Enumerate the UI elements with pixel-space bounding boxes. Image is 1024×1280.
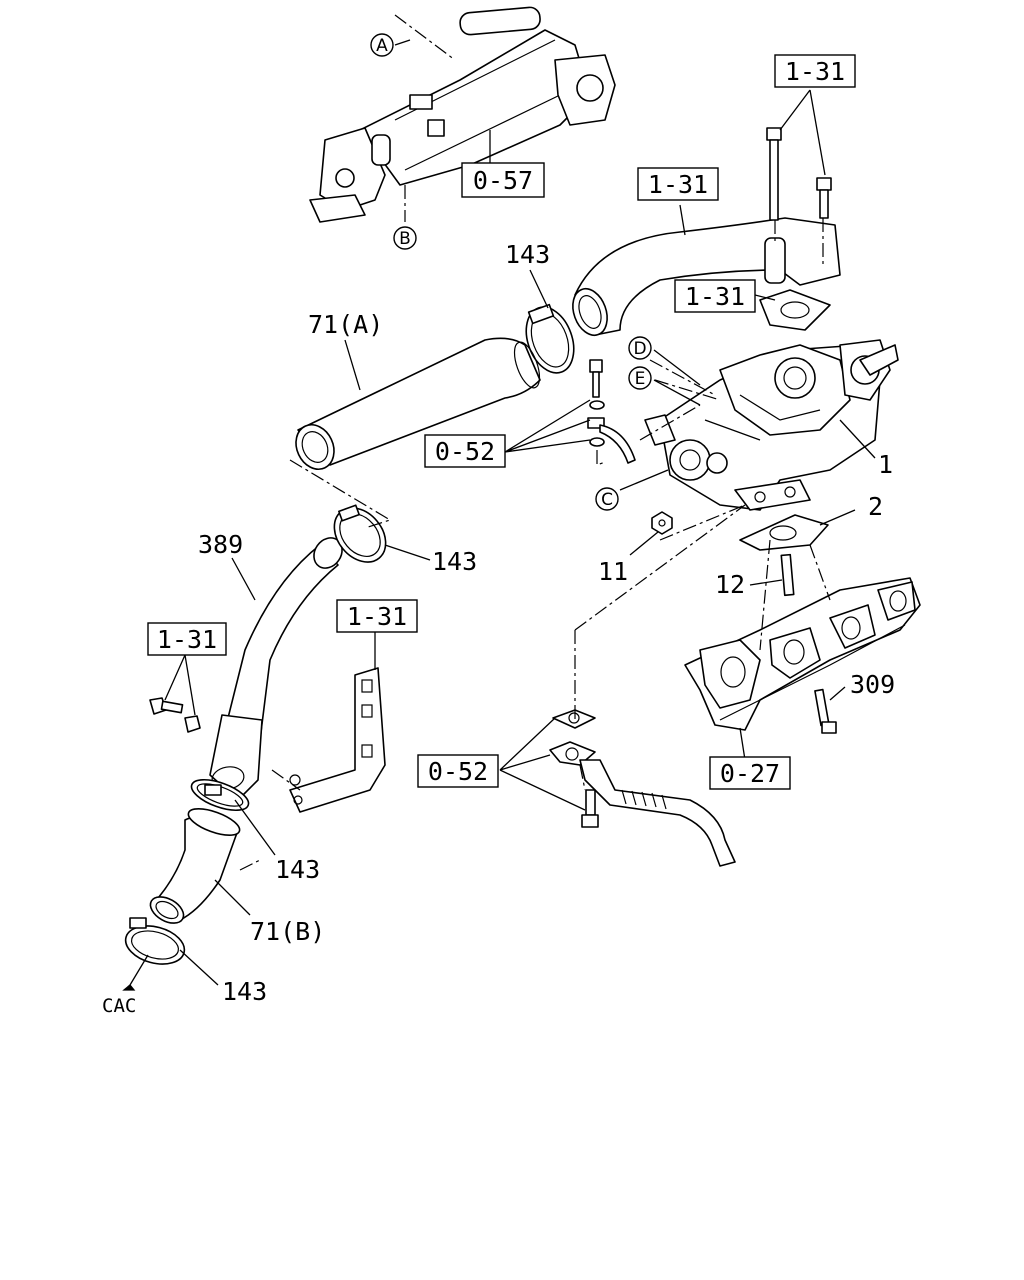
part-label-71a: 71(A) [308,310,383,339]
pipe-389 [209,537,343,801]
svg-text:0-52: 0-52 [435,437,495,466]
hose-71a [295,337,541,470]
hose-clamp-143-bottom [124,917,186,965]
leader-lines [122,39,876,991]
part-label-143-lower: 143 [275,855,320,884]
svg-text:D: D [633,339,646,359]
ref-box-0-57[interactable]: 0-57 [461,162,545,198]
svg-text:1-31: 1-31 [347,602,407,631]
part-label-1: 1 [878,450,893,479]
exhaust-manifold [684,577,921,731]
stud-12 [780,553,795,597]
ref-box-1-31-pipe[interactable]: 1-31 [637,167,719,201]
part-label-389: 389 [198,530,243,559]
ref-box-1-31-top[interactable]: 1-31 [774,54,856,88]
bolt-309 [814,688,837,734]
part-label-309: 309 [850,670,895,699]
svg-text:1-31: 1-31 [685,282,745,311]
ref-box-0-52-upper[interactable]: 0-52 [424,434,506,468]
part-label-11: 11 [598,557,628,586]
hose-clamp-143-upper [525,303,575,374]
svg-text:0-27: 0-27 [720,759,780,788]
circle-marker-a: A [370,33,394,57]
cac-label: CAC [102,995,136,1017]
part-label-2: 2 [868,492,883,521]
circle-marker-d: D [628,336,652,360]
svg-text:A: A [376,36,388,56]
ref-box-1-31-flange[interactable]: 1-31 [674,279,756,313]
svg-text:1-31: 1-31 [648,170,708,199]
ref-box-0-27[interactable]: 0-27 [709,756,791,790]
ref-box-1-31-left[interactable]: 1-31 [147,622,227,656]
hose-clamp-143-lower [190,778,250,812]
ref-box-0-52-lower[interactable]: 0-52 [417,754,499,788]
svg-text:1-31: 1-31 [157,625,217,654]
svg-text:C: C [601,490,613,510]
turbo-inlet-pipe [572,217,841,337]
oil-return-pipe [549,709,736,867]
circle-marker-c: C [595,487,619,511]
circle-marker-e: E [628,366,652,390]
hose-clamp-143-mid [333,504,387,563]
circle-marker-b: B [393,226,417,250]
bolts-1-31-top [766,127,832,221]
part-label-143-bottom: 143 [222,977,267,1006]
hose-71b [149,808,241,924]
svg-text:E: E [635,369,646,389]
ref-box-1-31-bracket[interactable]: 1-31 [336,599,418,633]
part-label-143-upper: 143 [505,240,550,269]
part-label-12: 12 [715,570,745,599]
oil-feed-fittings [587,359,636,466]
gasket-2 [739,514,829,551]
bolts-1-31-left [149,697,201,733]
turbocharger [644,339,899,511]
svg-text:0-57: 0-57 [473,166,533,195]
part-label-143-mid: 143 [432,547,477,576]
svg-text:0-52: 0-52 [428,757,488,786]
nut-11 [651,511,673,535]
connection-lines [239,14,831,871]
part-label-71b: 71(B) [250,917,325,946]
svg-text:B: B [399,229,411,249]
bracket-389 [289,667,386,813]
egr-cooler [309,6,616,223]
svg-text:1-31: 1-31 [785,57,845,86]
